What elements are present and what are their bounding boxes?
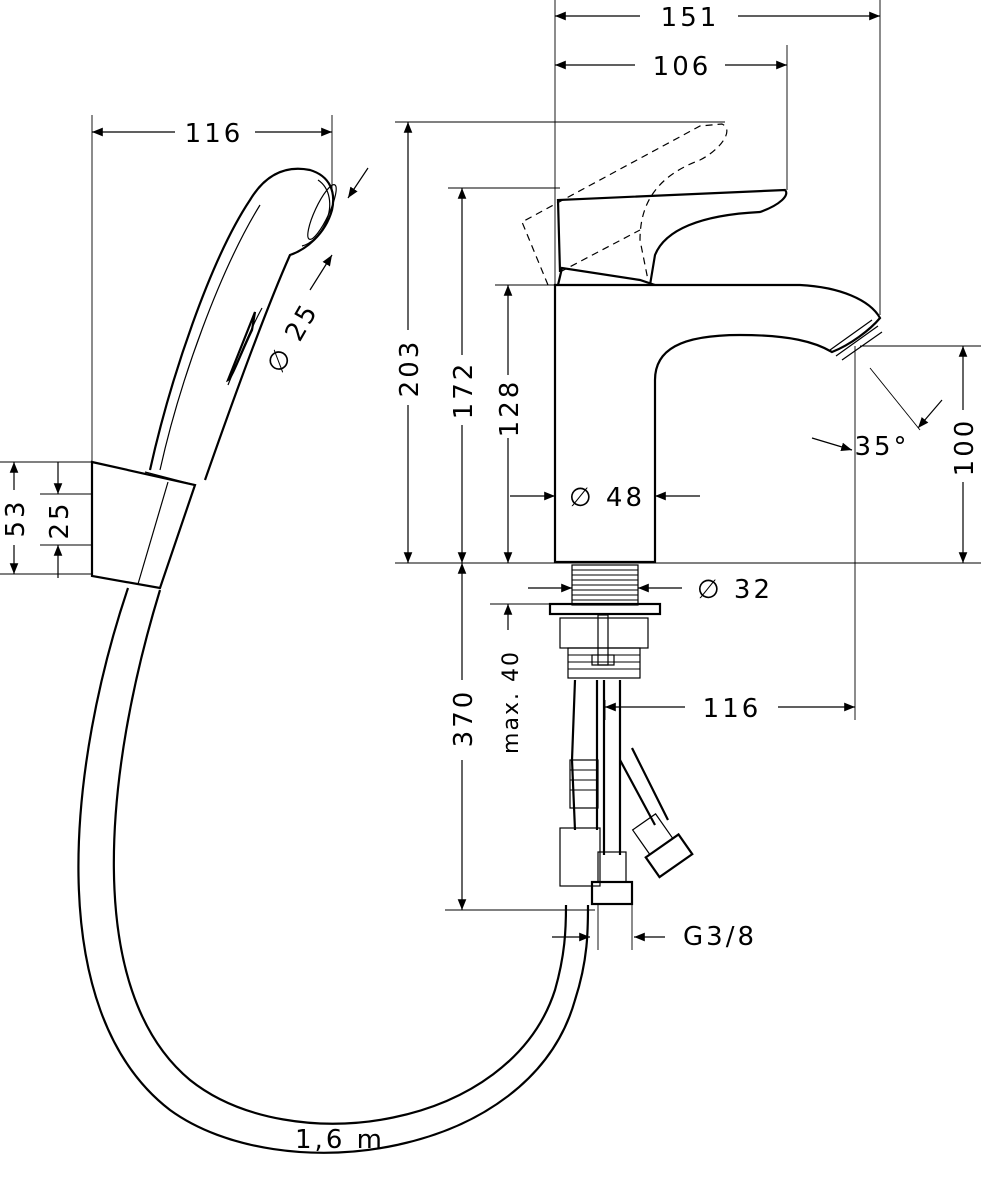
dim-spray-angle: 35°: [854, 432, 909, 462]
wall-holder: [90, 460, 197, 590]
dim-holder-height: 53: [1, 498, 31, 537]
dimension-labels: 116 ∅ 25 151 106 203 172 128 ∅ 48 100 35…: [1, 3, 980, 1155]
dim-connection: G3/8: [683, 922, 757, 952]
hose: [77, 587, 590, 1154]
dim-offset: 116: [703, 694, 762, 724]
dim-height-body: 172: [449, 361, 479, 420]
mounting-hardware: [548, 564, 694, 906]
dim-hose-under: 370: [449, 689, 479, 748]
dim-overall-width: 151: [661, 3, 720, 33]
dimension-lines: [0, 0, 981, 950]
dim-max-thickness: max. 40: [499, 650, 524, 754]
hand-shower: [148, 167, 337, 481]
dim-nozzle-diameter: ∅ 25: [261, 298, 325, 379]
dim-holder-inner: 25: [45, 500, 75, 539]
dim-hand-width: 116: [185, 119, 244, 149]
dim-body-diameter: ∅ 48: [569, 483, 645, 513]
dim-hose-length: 1,6 m: [295, 1125, 385, 1155]
dim-spout-reach: 106: [653, 52, 712, 82]
shank-thread: [572, 569, 638, 601]
faucet-body: [521, 123, 883, 564]
dim-height-total: 203: [395, 339, 425, 398]
dim-spout-clearance: 100: [950, 418, 980, 477]
dim-shank-diameter: ∅ 32: [697, 575, 773, 605]
dim-height-spout: 128: [495, 379, 525, 438]
